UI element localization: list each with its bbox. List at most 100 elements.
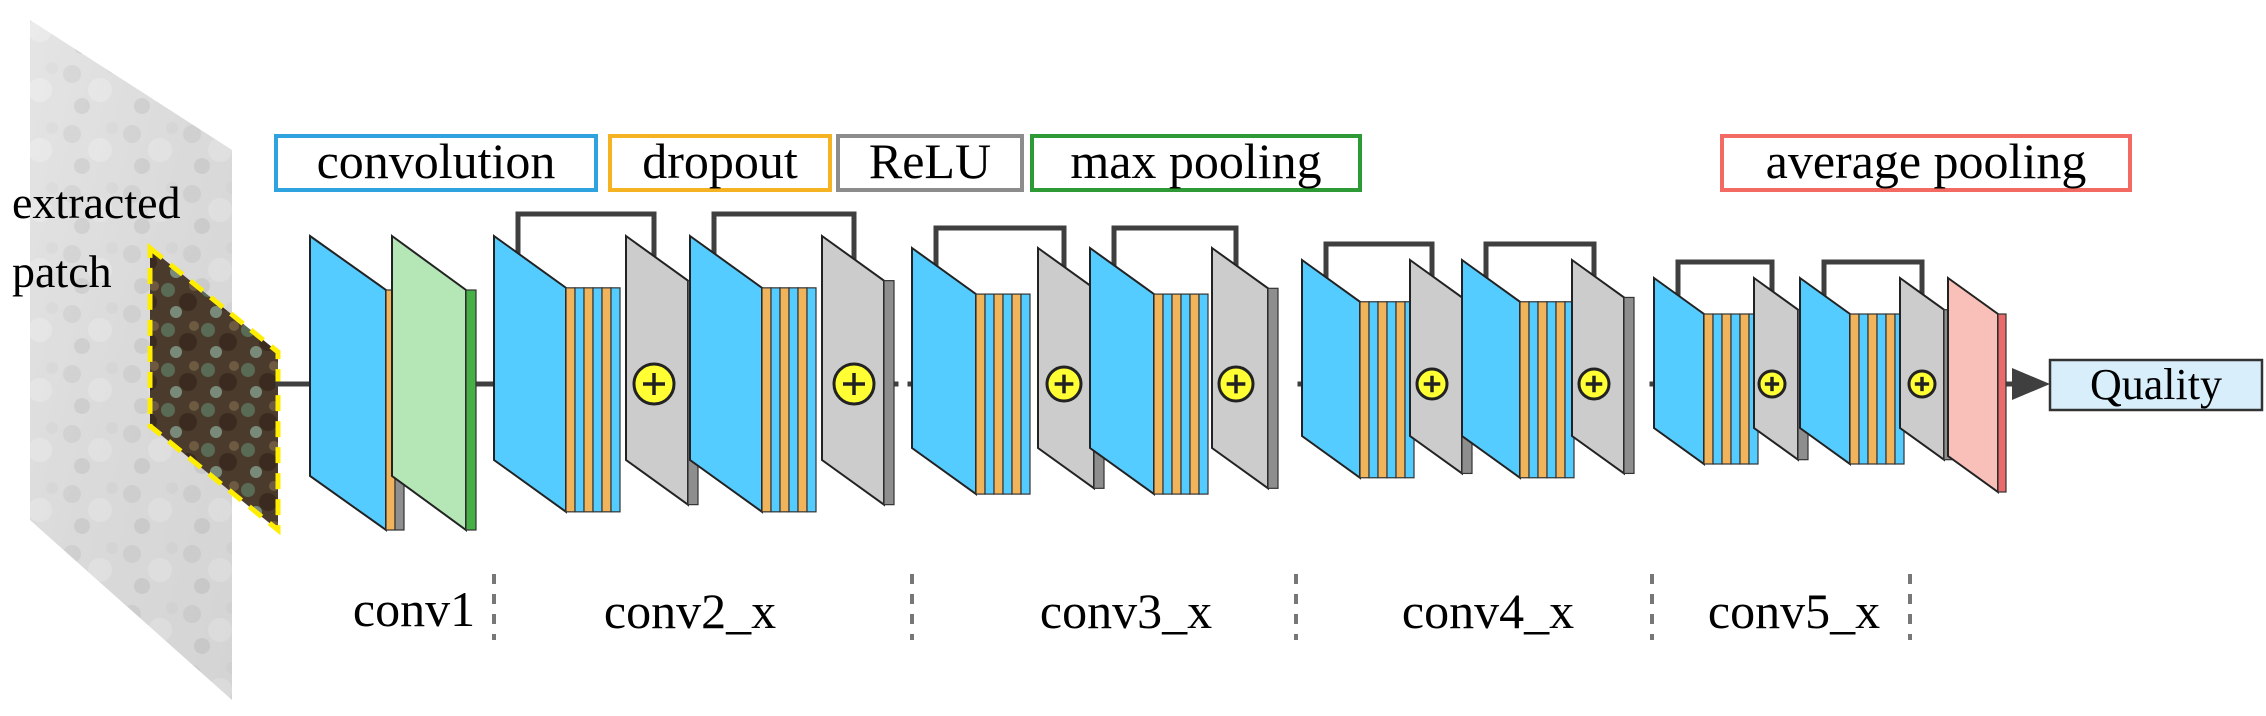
conv4-block-0-layer-2: [1377, 301, 1388, 479]
conv4-relu-1-face: [1571, 258, 1625, 476]
conv3-add-node-icon-0: [1045, 365, 1083, 403]
max-pool-edge: [465, 289, 477, 531]
conv3-block-1-layer-2: [1171, 293, 1182, 495]
conv2-block-0-layer-2: [583, 287, 594, 513]
input-label-line1: extracted: [12, 177, 181, 228]
conv2-block-0-layer-1: [574, 287, 585, 513]
conv4-block-0-layer-1: [1368, 301, 1379, 479]
conv4-block-0-layer-4: [1395, 301, 1406, 479]
average-pool-edge: [1997, 313, 2007, 493]
conv1-conv-face: [309, 234, 387, 532]
output-box: [2048, 358, 2264, 412]
average-pool-face: [1947, 276, 1999, 494]
conv2-block-0-layer-3: [592, 287, 603, 513]
conv4-relu-1: [1571, 258, 1635, 476]
legend-relu-box: [836, 134, 1024, 192]
conv4-add-node-icon-0: [1415, 367, 1449, 401]
conv3-block-0-layer-5: [1020, 293, 1031, 495]
conv4-block-0-layer-3: [1386, 301, 1397, 479]
conv3-block-0-layer-0: [975, 293, 986, 495]
conv5-block-1-layer-3: [1876, 313, 1887, 465]
conv2-block-0-face: [493, 234, 567, 514]
conv5-add-node-icon-0: [1757, 369, 1787, 399]
conv2-add-node-icon-1: [832, 362, 876, 406]
conv5-block-0-layer-4: [1739, 313, 1750, 465]
conv5-block-0-layer-1: [1712, 313, 1723, 465]
conv2-block-1-layer-1: [770, 287, 781, 513]
conv5-add-node-icon-1: [1907, 369, 1937, 399]
legend-average-pooling-box: [1720, 134, 2132, 192]
output-label: Quality: [2090, 360, 2222, 409]
residual-adds: [632, 362, 1937, 406]
conv5-block-0: [1653, 276, 1759, 466]
conv2-block-1-layer-5: [806, 287, 817, 513]
layers: [309, 234, 2007, 532]
conv5-block-0-layer-2: [1721, 313, 1732, 465]
legend-convolution-label: convolution: [317, 133, 556, 189]
conv2-block-1-layer-3: [788, 287, 799, 513]
conv2-block-1-layer-2: [779, 287, 790, 513]
conv2-block-1-layer-4: [797, 287, 808, 513]
conv4-block-1-layer-1: [1528, 301, 1539, 479]
legend-average-pooling-label: average pooling: [1766, 133, 2087, 189]
conv2-add-node-icon-0: [632, 362, 676, 406]
conv3-block-0-face: [911, 246, 977, 497]
conv3-block-1-layer-0: [1153, 293, 1164, 495]
conv5-relu-1-face: [1899, 276, 1945, 462]
conv2-block-1-face: [689, 234, 763, 514]
conv4-relu-1-edge: [1623, 296, 1635, 475]
conv4-block-1-layer-2: [1537, 301, 1548, 479]
stage-label-conv5: conv5_x: [1708, 583, 1880, 639]
input-label-line2: patch: [12, 246, 112, 297]
conv3-block-0-layer-2: [993, 293, 1004, 495]
conv3-block-0: [911, 246, 1031, 497]
conv4-block-1-layer-3: [1546, 301, 1557, 479]
conv5-block-0-face: [1653, 276, 1705, 466]
conv2-block-1: [689, 234, 817, 514]
conv5-block-0-layer-0: [1703, 313, 1714, 465]
extracted-patch: [147, 242, 281, 536]
conv3-block-1-layer-4: [1189, 293, 1200, 495]
conv5-block-1: [1799, 276, 1905, 466]
conv3-block-0-layer-4: [1011, 293, 1022, 495]
conv4-block-0-face: [1301, 258, 1361, 480]
conv3-block-1: [1089, 246, 1209, 497]
conv2-relu-1-edge: [883, 280, 895, 506]
conv1-block: [309, 234, 477, 532]
legend-max-pooling-label: max pooling: [1070, 133, 1321, 189]
conv4-add-node-icon-1: [1577, 367, 1611, 401]
conv3-block-0-layer-1: [984, 293, 995, 495]
conv4-block-1-layer-0: [1519, 301, 1530, 479]
stage-label-conv2: conv2_x: [604, 583, 776, 639]
conv3-block-0-layer-3: [1002, 293, 1013, 495]
conv3-block-1-layer-3: [1180, 293, 1191, 495]
stage-label-conv1: conv1: [353, 581, 475, 637]
stage-labels: conv1 conv2_x conv3_x conv4_x conv5_x: [353, 581, 1880, 639]
conv5-block-1-layer-4: [1885, 313, 1896, 465]
legend-max-pooling-box: [1030, 134, 1362, 192]
arrow-right-icon: [2012, 368, 2050, 400]
conv2-block-1-layer-0: [761, 287, 772, 513]
conv4-block-1: [1461, 258, 1575, 480]
conv5-block-1-layer-0: [1849, 313, 1860, 465]
conv3-relu-1-edge: [1267, 287, 1279, 489]
conv3-block-1-layer-1: [1162, 293, 1173, 495]
stage-label-conv3: conv3_x: [1040, 583, 1212, 639]
conv2-block-0-layer-4: [601, 287, 612, 513]
conv4-relu-0-face: [1409, 258, 1463, 476]
legend-relu-label: ReLU: [869, 133, 991, 189]
conv5-relu-0-face: [1753, 276, 1799, 462]
legend-convolution-box: [274, 134, 598, 192]
conv5-block-1-layer-2: [1867, 313, 1878, 465]
legend-dropout-label: dropout: [642, 133, 798, 189]
conv5-block-1-layer-1: [1858, 313, 1869, 465]
conv2-block-0-layer-0: [565, 287, 576, 513]
conv4-block-0-layer-0: [1359, 301, 1370, 479]
conv4-block-0: [1301, 258, 1415, 480]
average-pool-block: [1947, 276, 2007, 494]
conv5-block-0-layer-3: [1730, 313, 1741, 465]
stage-label-conv4: conv4_x: [1402, 583, 1574, 639]
background-shade: [30, 20, 232, 700]
conv3-block-1-layer-5: [1198, 293, 1209, 495]
